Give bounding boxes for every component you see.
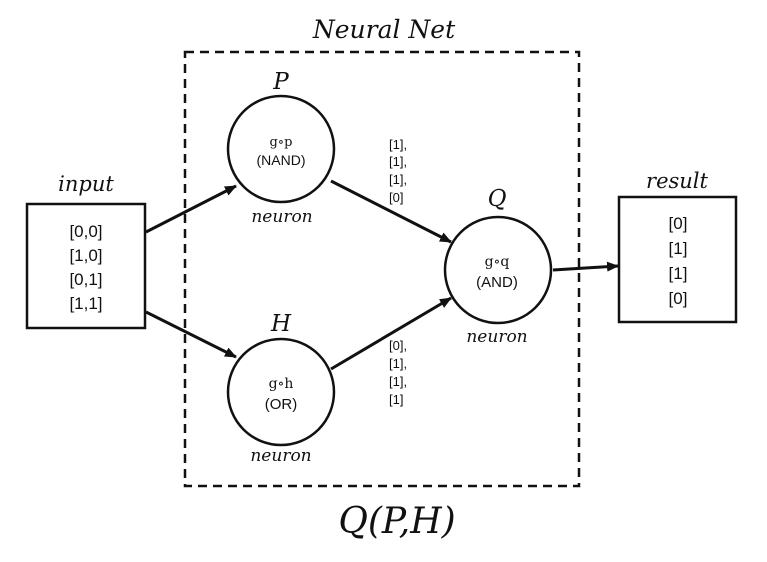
input-value: [0,1] [69,270,102,289]
input-label: input [58,172,114,196]
edge-value-h-q: [1], [389,356,407,371]
neuron-q-name: Q [488,186,507,212]
neuron-q-gate: (AND) [476,274,518,291]
arrow-p-to-q [330,179,452,244]
neuron-h [226,337,336,447]
result-box [617,195,738,324]
neuron-h-caption: neuron [250,446,311,466]
neuron-q [443,215,553,325]
neuron-p-gate: (NAND) [257,152,306,168]
neuron-h-function: g∘h [269,376,294,392]
formula-label: Q(P,H) [338,501,455,542]
neuron-p-function: g∘p [269,135,292,150]
edge-value-p-q: [0] [389,190,403,205]
edge-value-p-q: [1], [389,154,407,169]
neural-net-boundary [183,50,581,488]
edge-value-h-q: [1] [389,392,403,407]
neuron-q-caption: neuron [466,327,527,347]
neuron-p-caption: neuron [251,207,312,227]
input-value: [1,1] [69,294,102,313]
edge-value-h-q: [1], [389,374,407,389]
input-value: [1,0] [69,246,102,265]
neuron-h-name: H [270,311,292,337]
result-value: [0] [669,214,688,233]
neuron-h-gate: (OR) [265,396,298,413]
neuron-q-function: g∘q [485,254,510,270]
arrow-q-to-result [552,261,619,272]
edge-value-p-q: [1], [389,172,407,187]
result-value: [0] [669,289,688,308]
arrow-input-to-p [145,184,237,234]
neuron-p [226,94,336,204]
result-value: [1] [669,264,688,283]
input-box [25,202,147,330]
result-label: result [646,169,708,193]
arrow-input-to-h [145,310,237,359]
arrow-h-to-q [330,296,452,371]
result-value: [1] [669,239,688,258]
edge-value-h-q: [0], [389,338,407,353]
diagram-title: Neural Net [312,15,456,44]
edge-value-p-q: [1], [389,137,407,152]
input-value: [0,0] [69,222,102,241]
neuron-p-name: P [272,69,289,95]
